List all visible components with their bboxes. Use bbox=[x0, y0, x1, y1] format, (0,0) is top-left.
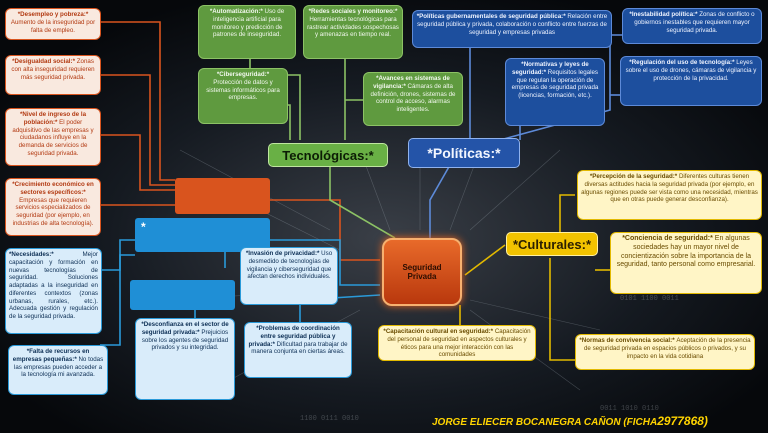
social-title: *Problemas de coordinación entre segurid… bbox=[248, 325, 340, 348]
social-category-header: * bbox=[135, 218, 270, 252]
social-title: *Falta de recursos en empresas pequeñas:… bbox=[12, 348, 90, 363]
economic-box-income: *Nivel de ingreso de la población:* El p… bbox=[5, 108, 101, 166]
economic-title: *Crecimiento económico en sectores espec… bbox=[12, 181, 94, 196]
policy-title: *Políticas gubernamentales de seguridad … bbox=[416, 13, 568, 20]
cultural-category-header: *Culturales:* bbox=[506, 232, 598, 256]
svg-text:0011 1010 0110: 0011 1010 0110 bbox=[600, 405, 659, 413]
policy-title: *Regulación del uso de tecnología:* bbox=[629, 59, 737, 66]
social-box-distrust: *Desconfianza en el sector de seguridad … bbox=[135, 318, 235, 400]
policy-text: Leyes sobre el uso de drones, cámaras de… bbox=[625, 59, 757, 82]
economic-text: Empresas que requieren servicios especia… bbox=[12, 196, 94, 227]
social-text: No todas las empresas pueden acceder a l… bbox=[13, 355, 104, 379]
cultural-box-perception: *Percepción de la seguridad:* Diferentes… bbox=[577, 170, 762, 220]
economic-title: *Nivel de ingreso de la población:* bbox=[19, 111, 87, 126]
tech-title: *Automatización:* bbox=[209, 8, 265, 15]
tech-text: Uso de inteligencia artificial para moni… bbox=[211, 8, 285, 39]
tech-text: Cámaras de alta definición, drones, sist… bbox=[370, 82, 456, 113]
tech-text: Herramientas tecnológicas para rastrear … bbox=[307, 15, 399, 39]
social-box-resources: *Falta de recursos en empresas pequeñas:… bbox=[8, 345, 108, 395]
social-text: Uso desmedido de tecnologías de vigilanc… bbox=[246, 250, 333, 281]
svg-text:1100 0111 0010: 1100 0111 0010 bbox=[300, 415, 359, 423]
cultural-text: Aceptación de la presencia de seguridad … bbox=[583, 337, 751, 360]
tech-category-label: Tecnológicas:* bbox=[282, 147, 374, 163]
economic-box-growth: *Crecimiento económico en sectores espec… bbox=[5, 178, 101, 236]
cultural-text: Capacitación del personal de seguridad e… bbox=[387, 328, 531, 359]
economic-text: Zonas con alta inseguridad requieren más… bbox=[11, 58, 95, 81]
economic-title: *Desempleo y pobreza:* bbox=[17, 11, 89, 18]
economic-title: *Desigualdad social:* bbox=[12, 58, 77, 65]
cultural-title: *Percepción de la seguridad:* bbox=[589, 173, 679, 180]
tech-box-social-networks: *Redes sociales y monitoreo:* Herramient… bbox=[303, 5, 403, 59]
svg-text:0101 1100 0011: 0101 1100 0011 bbox=[620, 295, 679, 303]
social-title: *Invasión de privacidad:* bbox=[245, 250, 322, 257]
tech-title: *Avances en sistemas de vigilancia:* bbox=[373, 75, 450, 90]
author-footer: JORGE ELIECER BOCANEGRA CAÑON (FICHA2977… bbox=[432, 414, 762, 430]
author-name: JORGE ELIECER BOCANEGRA CAÑON (FICHA bbox=[432, 417, 658, 428]
economic-box-unemployment: *Desempleo y pobreza:* Aumento de la ins… bbox=[5, 8, 101, 40]
tech-box-surveillance: *Avances en sistemas de vigilancia:* Cám… bbox=[363, 72, 463, 126]
policy-box-regulations: *Normativas y leyes de seguridad:* Requi… bbox=[505, 58, 605, 126]
social-title: *Desconfianza en el sector de seguridad … bbox=[141, 321, 229, 336]
social-text: Prejuicios sobre los agentes de segurida… bbox=[141, 328, 229, 352]
cultural-text: Diferentes culturas tienen diversas acti… bbox=[581, 173, 758, 204]
tech-title: *Redes sociales y monitoreo:* bbox=[308, 8, 398, 15]
policy-text: Zonas de conflicto o gobiernos inestable… bbox=[634, 11, 755, 34]
cultural-box-norms: *Normas de convivencia social:* Aceptaci… bbox=[575, 334, 755, 370]
policy-text: Requisitos legales que regulan la operac… bbox=[511, 68, 599, 99]
social-text: Dificultad para trabajar de manera conju… bbox=[251, 340, 348, 356]
policy-box-instability: *Inestabilidad política:* Zonas de confl… bbox=[622, 8, 762, 44]
ficha-number: 2977868) bbox=[657, 414, 708, 428]
tech-title: *Ciberseguridad:* bbox=[216, 71, 270, 78]
economic-category-header bbox=[175, 178, 270, 214]
tech-box-automation: *Automatización:* Uso de inteligencia ar… bbox=[198, 5, 296, 59]
cultural-title: *Conciencia de seguridad:* bbox=[622, 235, 715, 242]
cultural-box-awareness: *Conciencia de seguridad:* En algunas so… bbox=[610, 232, 762, 294]
social-subheader bbox=[130, 280, 235, 310]
social-box-needs: *Necesidades:* Mejor capacitación y form… bbox=[5, 248, 102, 334]
policy-title: *Inestabilidad política:* bbox=[629, 11, 700, 18]
tech-box-cybersecurity: *Ciberseguridad:* Protección de datos y … bbox=[198, 68, 288, 124]
policy-category-label: *Políticas:* bbox=[427, 145, 501, 161]
social-category-label: * bbox=[141, 220, 146, 234]
central-node-seguridad-privada: Seguridad Privada bbox=[382, 238, 462, 306]
center-line1: Seguridad bbox=[402, 263, 442, 272]
policy-box-government: *Políticas gubernamentales de seguridad … bbox=[412, 10, 612, 48]
economic-text: Aumento de la inseguridad por falta de e… bbox=[10, 18, 96, 34]
social-box-privacy: *Invasión de privacidad:* Uso desmedido … bbox=[240, 247, 338, 305]
cultural-box-training: *Capacitación cultural en seguridad:* Ca… bbox=[378, 325, 536, 361]
policy-box-tech-regulation: *Regulación del uso de tecnología:* Leye… bbox=[620, 56, 762, 106]
social-text: Mejor capacitación y formación en nuevas… bbox=[9, 251, 98, 320]
tech-text: Protección de datos y sistemas informáti… bbox=[206, 78, 280, 102]
policy-text: Relación entre seguridad pública y priva… bbox=[417, 13, 608, 36]
policy-title: *Normativas y leyes de seguridad:* bbox=[512, 61, 589, 76]
tech-category-header: Tecnológicas:* bbox=[268, 143, 388, 167]
social-box-coordination: *Problemas de coordinación entre segurid… bbox=[244, 322, 352, 378]
cultural-title: *Normas de convivencia social:* bbox=[579, 337, 677, 344]
cultural-title: *Capacitación cultural en seguridad:* bbox=[383, 328, 495, 335]
cultural-category-label: *Culturales:* bbox=[512, 236, 592, 252]
center-line2: Privada bbox=[407, 272, 437, 281]
economic-text: El poder adquisitivo de las empresas y c… bbox=[12, 118, 94, 157]
social-title: *Necesidades:* bbox=[9, 251, 83, 258]
economic-box-inequality: *Desigualdad social:* Zonas con alta ins… bbox=[5, 55, 101, 95]
cultural-text: En algunas sociedades hay un mayor nivel… bbox=[616, 235, 756, 269]
policy-category-header: *Políticas:* bbox=[408, 138, 520, 168]
